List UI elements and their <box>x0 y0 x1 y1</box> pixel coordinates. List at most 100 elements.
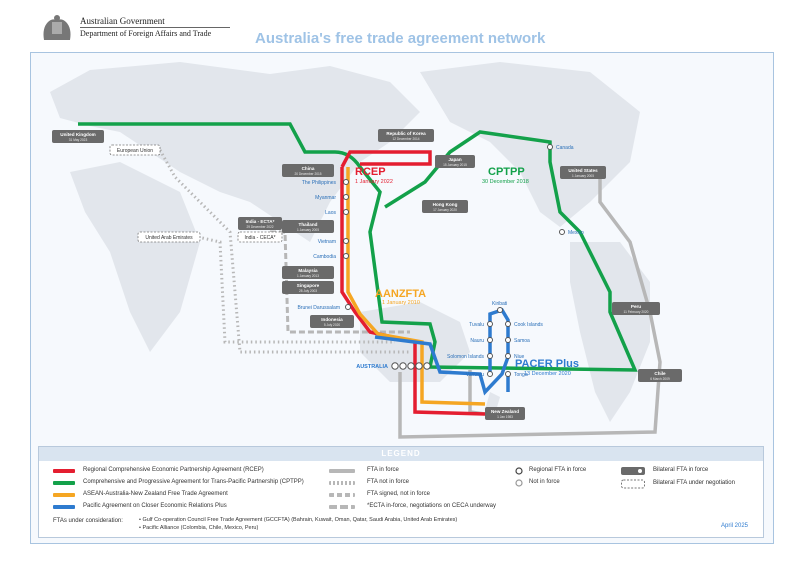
station-tuvalu: Tuvalu <box>469 322 484 328</box>
legend-fta-in-force: FTA in force <box>367 467 399 473</box>
station-canada: Canada <box>556 145 574 151</box>
legend-swatch-aanzfta <box>53 493 75 497</box>
svg-text:Indonesia: Indonesia <box>321 317 343 322</box>
svg-text:1 January 2005: 1 January 2005 <box>572 174 594 178</box>
cptpp-title: CPTPP <box>488 166 525 178</box>
aanzfta-title: AANZFTA <box>375 288 426 300</box>
cptpp-date: 30 December 2018 <box>482 179 529 185</box>
svg-text:New Zealand: New Zealand <box>491 409 519 414</box>
svg-text:1 January 2013: 1 January 2013 <box>297 274 319 278</box>
legend-regional-in-force: Regional FTA in force <box>529 467 587 473</box>
station-brunei: Brunei Darussalam <box>297 305 340 311</box>
legend-date: April 2025 <box>721 523 749 529</box>
fta-in-force-usa <box>398 170 662 439</box>
legend-fta-not-in-force: FTA not in force <box>367 479 409 485</box>
svg-text:28 July 2003: 28 July 2003 <box>299 289 317 293</box>
legend-swatch-fta-signed <box>329 493 355 497</box>
svg-text:Singapore: Singapore <box>297 283 320 288</box>
land-south-america <box>570 242 650 422</box>
svg-text:11 February 2020: 11 February 2020 <box>624 310 649 314</box>
australia-hub: AUSTRALIA <box>356 362 431 370</box>
tag-india-ceca: India - CECA* <box>244 235 275 241</box>
svg-text:India - ECTA*: India - ECTA* <box>246 219 275 224</box>
header: Australian Government Department of Fore… <box>0 0 800 50</box>
legend-ecta: *ECTA in-force, negotiations on CECA und… <box>367 503 496 509</box>
consideration-label: FTAs under consideration: <box>53 518 123 524</box>
consideration-pacific: • Pacific Alliance (Colombia, Chile, Mex… <box>139 525 259 531</box>
station-cook: Cook Islands <box>514 322 543 328</box>
svg-text:17 January 2020: 17 January 2020 <box>433 208 457 212</box>
station-solomon: Solomon Islands <box>447 354 484 360</box>
svg-text:Malaysia: Malaysia <box>298 268 318 273</box>
rcep-title: RCEP <box>355 166 386 178</box>
station-myanmar: Myanmar <box>315 195 336 201</box>
station-philippines: The Philippines <box>302 180 337 186</box>
australia-label: AUSTRALIA <box>356 364 388 370</box>
gov-rule <box>80 27 230 28</box>
station-niue: Niue <box>514 354 525 360</box>
svg-text:Hong Kong: Hong Kong <box>433 202 458 207</box>
svg-text:Republic of Korea: Republic of Korea <box>386 131 426 136</box>
legend-cptpp: Comprehensive and Progressive Agreement … <box>83 479 304 485</box>
station-vietnam: Vietnam <box>318 239 336 245</box>
fta-not-in-force-eu <box>158 149 410 354</box>
station-nauru: Nauru <box>470 338 484 344</box>
legend-regional-not-in-force: Not in force <box>529 479 560 485</box>
tag-india-ecta: India - ECTA*29 December 2022 <box>238 217 282 230</box>
legend-swatch-ecta <box>329 505 355 509</box>
station-laos: Laos <box>325 210 336 216</box>
svg-text:1 January 2005: 1 January 2005 <box>297 228 319 232</box>
land-north-america <box>420 62 640 227</box>
station-mexico: Mexico <box>568 230 584 236</box>
coat-of-arms-icon <box>43 15 71 40</box>
legend-not-in-force-icon <box>515 479 523 487</box>
legend-bilateral-negotiation: Bilateral FTA under negotiation <box>653 480 735 486</box>
svg-text:15 January 2015: 15 January 2015 <box>443 163 467 167</box>
asean-stations: The Philippines Myanmar Laos Vietnam Cam… <box>297 179 351 311</box>
gov-name: Australian Government <box>80 16 165 26</box>
legend-panel: LEGEND Regional Comprehensive Economic P… <box>38 446 764 538</box>
aanzfta-date: 1 January 2010 <box>382 300 420 306</box>
legend-swatch-pacer <box>53 505 75 509</box>
legend-swatch-cptpp <box>53 481 75 485</box>
legend-swatch-fta-not-in-force <box>329 481 355 485</box>
svg-text:Japan: Japan <box>448 157 461 162</box>
legend-negotiation-icon <box>621 479 645 489</box>
svg-text:20 December 2015: 20 December 2015 <box>294 172 321 176</box>
station-kiribati: Kiribati <box>492 301 507 307</box>
legend-bilateral-in-force: Bilateral FTA in force <box>653 467 709 473</box>
legend-title: LEGEND <box>39 447 763 461</box>
svg-text:Thailand: Thailand <box>299 222 318 227</box>
fta-dotted-lines <box>158 149 410 354</box>
legend-bilateral-icon <box>621 467 645 475</box>
svg-text:5 July 2020: 5 July 2020 <box>324 323 341 327</box>
rcep-line <box>340 150 486 416</box>
tag-european-union: European Union <box>117 148 153 154</box>
cptpp-line <box>78 122 638 372</box>
station-samoa: Samoa <box>514 338 530 344</box>
legend-swatch-rcep <box>53 469 75 473</box>
government-logo: Australian Government Department of Fore… <box>40 10 240 46</box>
trade-network-map: RCEP 1 January 2022 CPTPP 30 December 20… <box>50 62 682 439</box>
aanzfta-line <box>346 167 486 406</box>
legend-aanzfta: ASEAN-Australia-New Zealand Free Trade A… <box>83 491 228 497</box>
legend-swatch-fta-in-force <box>329 469 355 473</box>
svg-text:31 May 2023: 31 May 2023 <box>69 138 88 142</box>
svg-text:6 March 2009: 6 March 2009 <box>650 377 670 381</box>
page-title: Australia's free trade agreement network <box>255 30 546 47</box>
pacific-stations: Kiribati Tuvalu Nauru Solomon Islands Va… <box>447 301 543 378</box>
legend-rcep: Regional Comprehensive Economic Partners… <box>83 467 264 473</box>
pacer-title: PACER Plus <box>515 358 579 370</box>
